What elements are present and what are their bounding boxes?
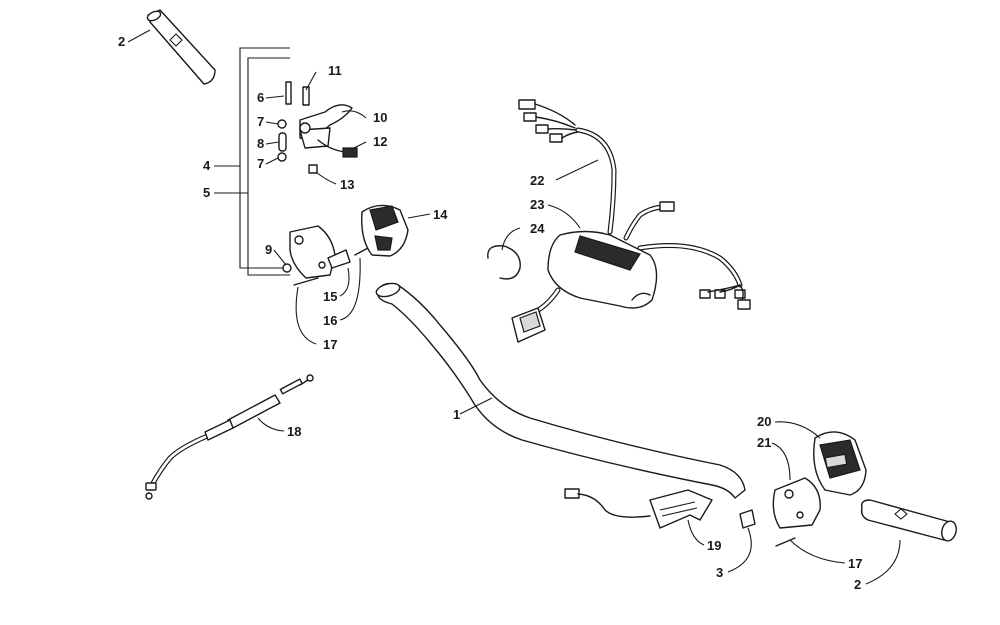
callout-19: 19 [707, 538, 721, 553]
callout-17-left: 17 [323, 337, 337, 352]
right-switch-housing [772, 477, 821, 547]
callout-7-lower: 7 [257, 156, 264, 171]
callout-14: 14 [433, 207, 448, 222]
callout-6: 6 [257, 90, 264, 105]
callout-21: 21 [757, 435, 771, 450]
callout-18: 18 [287, 424, 301, 439]
throttle-lever-assembly [277, 81, 358, 174]
right-grip [860, 499, 957, 542]
callout-5: 5 [203, 185, 210, 200]
callout-24: 24 [530, 221, 545, 236]
retaining-ring [487, 245, 521, 280]
callout-9: 9 [265, 242, 272, 257]
callout-1: 1 [453, 407, 460, 422]
callout-16: 16 [323, 313, 337, 328]
callout-22: 22 [530, 173, 544, 188]
callout-2-right: 2 [854, 577, 861, 592]
callout-23: 23 [530, 197, 544, 212]
callout-17-right: 17 [848, 556, 862, 571]
leader-lines [127, 29, 901, 585]
callout-13: 13 [340, 177, 354, 192]
left-grip [146, 9, 216, 85]
handlebar-tube [375, 282, 746, 499]
callout-10: 10 [373, 110, 387, 125]
callout-8: 8 [257, 136, 264, 151]
bracket-lines [214, 47, 290, 276]
right-switch-module [813, 431, 867, 496]
wiring-harness [511, 99, 751, 343]
callout-2-left: 2 [118, 34, 125, 49]
callout-20: 20 [757, 414, 771, 429]
left-switch-housing [282, 225, 369, 286]
callout-12: 12 [373, 134, 387, 149]
callout-3: 3 [716, 565, 723, 580]
callout-11: 11 [328, 63, 342, 78]
callouts: 2 11 6 10 7 12 8 7 4 13 5 14 9 15 16 17 … [118, 34, 862, 592]
end-cap [739, 509, 756, 529]
grip-heater-element [564, 488, 713, 529]
control-module [547, 230, 658, 309]
throttle-cable [145, 374, 314, 500]
callout-4: 4 [203, 158, 211, 173]
callout-15: 15 [323, 289, 337, 304]
callout-7-upper: 7 [257, 114, 264, 129]
left-switch-module [361, 204, 409, 257]
